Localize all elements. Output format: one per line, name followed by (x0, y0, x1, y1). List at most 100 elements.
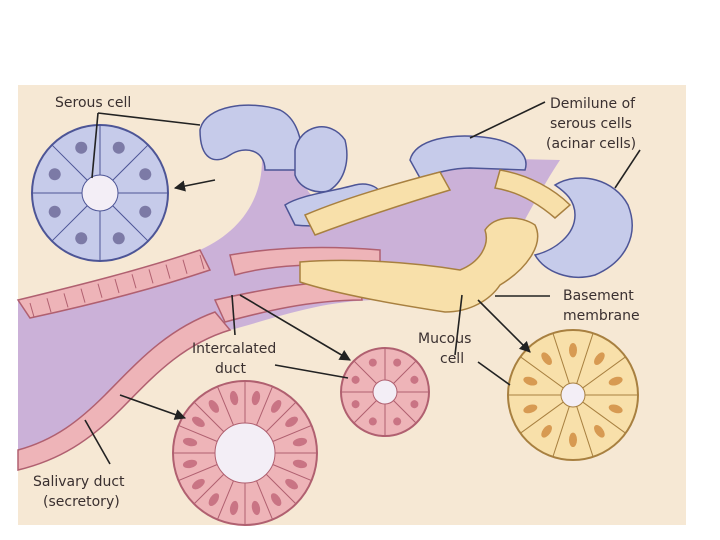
label-demilune-3: (acinar cells) (546, 136, 636, 152)
cell-nucleus (285, 478, 298, 490)
cell-boundary (193, 473, 225, 505)
salivary-duct-cross-section (172, 380, 318, 526)
cell-boundary (353, 360, 377, 384)
label-basement-1: Basement (563, 288, 634, 304)
cell-boundary (272, 464, 312, 482)
cell-nucleus (229, 390, 239, 406)
cell-nucleus (75, 232, 88, 245)
cell-nucleus (569, 342, 577, 358)
intercalated-leader-1 (231, 294, 236, 336)
cell-nucleus (608, 376, 623, 386)
duct-lumen (18, 158, 560, 470)
cell-nucleus (48, 205, 61, 218)
cell-boundary (256, 386, 274, 426)
serous-acinus-lobe (294, 126, 348, 193)
duct-cell-boundary (97, 283, 103, 298)
duct-cell-boundary (131, 274, 137, 289)
label-intercalated-1: Intercalated (192, 341, 276, 357)
mucous-tubule-upper (303, 171, 452, 236)
cell-nucleus (229, 500, 239, 516)
cell-nucleus (351, 400, 360, 409)
cell-boundary (265, 401, 297, 433)
cell-nucleus (292, 459, 308, 469)
cell-nucleus (48, 168, 61, 181)
cell-boundary (256, 480, 274, 520)
duct-cell-boundary (114, 278, 120, 294)
duct-cell-boundary (46, 298, 52, 313)
serous-leader-2 (91, 112, 99, 179)
arrow-to-salivary (119, 394, 187, 420)
label-basement-2: membrane (563, 308, 640, 324)
cell-nucleus (410, 375, 419, 384)
arrow-to-intercalated (239, 294, 351, 361)
label-intercalated-2: duct (215, 361, 246, 377)
cell-boundary (520, 401, 564, 434)
cell-boundary (393, 400, 417, 424)
cell-boundary (193, 401, 225, 433)
mucous-acinus-cross-section (507, 329, 639, 461)
label-mucous-1: Mucous (418, 331, 471, 347)
cell-nucleus (139, 168, 152, 181)
cell-nucleus (594, 425, 605, 438)
duct-cell-boundary (80, 288, 86, 303)
cell-nucleus (139, 205, 152, 218)
leader-lines (84, 101, 641, 465)
cell-boundary (112, 205, 149, 242)
cell-boundary (552, 333, 570, 384)
salivary-leader (84, 419, 111, 465)
cell-nucleus (192, 478, 205, 490)
cell-nucleus (393, 358, 402, 367)
cell-nucleus (368, 417, 377, 426)
demilune-leader (469, 101, 546, 139)
intercalated-leader-2 (274, 364, 349, 379)
cell-boundary (51, 144, 88, 181)
duct-cell-boundary (148, 269, 154, 284)
duct-cell-separators (29, 254, 205, 318)
duct-cell-boundary (165, 264, 171, 279)
mucous-leader (454, 294, 463, 356)
cell-boundary (576, 333, 594, 384)
cell-nucleus (608, 404, 623, 414)
cell-nucleus (208, 493, 220, 506)
cell-nucleus (523, 404, 538, 414)
label-salivary-1: Salivary duct (33, 474, 125, 490)
cell-nucleus (270, 493, 282, 506)
duct-cell-boundary (182, 259, 188, 274)
cell-boundary (552, 406, 570, 457)
cell-boundary (393, 360, 417, 384)
cell-nucleus (594, 352, 605, 365)
cell-nucleus (393, 417, 402, 426)
demilune-right-cap (533, 177, 633, 279)
label-salivary-2: (secretory) (43, 494, 120, 510)
cell-boundary (582, 356, 626, 389)
cell-boundary (216, 480, 234, 520)
cell-nucleus (523, 376, 538, 386)
cell-nucleus (569, 432, 577, 448)
cell-boundary (520, 356, 564, 389)
cell-nucleus (182, 437, 198, 447)
label-mucous-2: cell (440, 351, 464, 367)
cell-boundary (272, 424, 312, 442)
cell-boundary (51, 205, 88, 242)
cell-nucleus (541, 352, 552, 365)
cell-nucleus (541, 425, 552, 438)
cell-nucleus (368, 358, 377, 367)
mucous-tubule-lower (299, 217, 539, 313)
cell-nucleus (192, 416, 205, 428)
cell-nucleus (351, 375, 360, 384)
cell-boundary (178, 424, 218, 442)
cell-nucleus (251, 500, 261, 516)
cell-nucleus (292, 437, 308, 447)
cell-boundary (576, 406, 594, 457)
cell-boundary (353, 400, 377, 424)
cell-boundary (216, 386, 234, 426)
duct-cell-boundary (63, 293, 69, 308)
duct-cell-boundary (29, 302, 35, 318)
cell-nucleus (112, 232, 125, 245)
arrow-to-mucous (477, 299, 531, 353)
cell-nucleus (251, 390, 261, 406)
cell-nucleus (182, 459, 198, 469)
demilune-right-leader (614, 149, 641, 189)
cell-boundary (582, 401, 626, 434)
